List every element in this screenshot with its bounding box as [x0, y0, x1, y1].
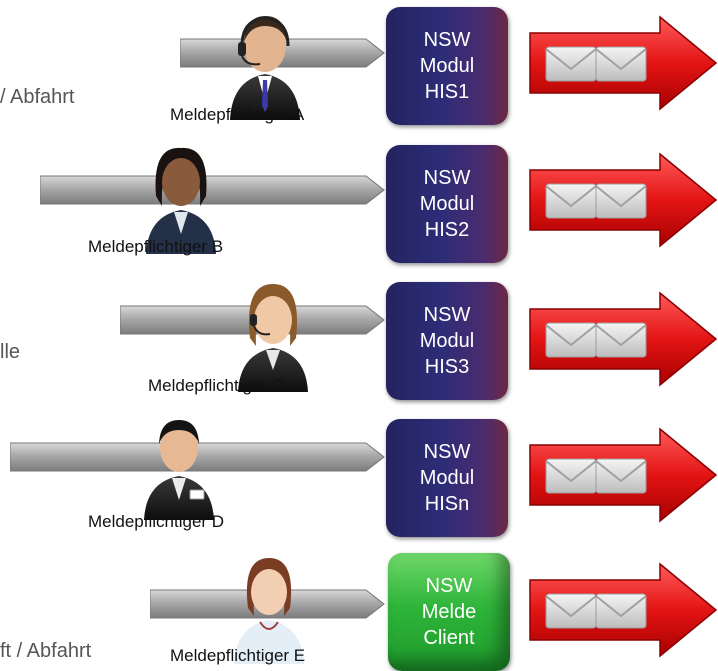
envelope-icon [545, 593, 597, 629]
module-line-1: NSW [423, 167, 471, 189]
module-line-1: NSW [423, 304, 471, 326]
flow-bar-d [10, 442, 385, 472]
module-line-2: Modul [419, 467, 475, 489]
module-line-3: Client [423, 627, 475, 649]
module-box-his3: NSW Modul HIS3 [386, 282, 508, 400]
person-icon-a [230, 16, 300, 120]
envelope-icon [595, 593, 647, 629]
person-label-e: Meldepflichtiger E [170, 646, 306, 665]
person-icon-b [146, 147, 216, 254]
person-label-b: Meldepflichtiger B [88, 237, 224, 256]
message-arrow-d [529, 427, 718, 523]
envelope-icon [545, 458, 597, 494]
person-icon-d [144, 420, 214, 520]
module-line-2: Melde [421, 601, 477, 623]
module-line-3: HIS2 [424, 219, 470, 241]
envelope-icon [595, 322, 647, 358]
person-label-a: Meldepflichtiger A [170, 105, 305, 124]
envelope-icon [545, 322, 597, 358]
message-arrow-b [529, 152, 718, 248]
module-line-2: Modul [419, 55, 475, 77]
message-arrow-e [529, 562, 718, 658]
envelope-icon [595, 458, 647, 494]
side-text-arrival-departure: ft / Abfahrt [0, 640, 92, 662]
envelope-icon [595, 183, 647, 219]
module-box-his2: NSW Modul HIS2 [386, 145, 508, 263]
person-label-d: Meldepflichtiger D [88, 512, 225, 531]
side-text-middle: lle [0, 341, 21, 363]
person-label-c: Meldepflichtiger C [148, 376, 285, 395]
envelope-icon [595, 46, 647, 82]
module-line-1: NSW [423, 441, 471, 463]
message-arrow-c [529, 291, 718, 387]
module-line-1: NSW [423, 29, 471, 51]
module-box-melde-client: NSW Melde Client [388, 553, 510, 671]
module-box-his1: NSW Modul HIS1 [386, 7, 508, 125]
envelope-icon [545, 46, 597, 82]
person-icon-e [234, 558, 304, 664]
person-icon-c [238, 284, 308, 392]
side-text-departure: / Abfahrt [0, 86, 75, 108]
envelope-icon [545, 183, 597, 219]
module-line-1: NSW [425, 575, 473, 597]
module-line-2: Modul [419, 193, 475, 215]
module-box-hisn: NSW Modul HISn [386, 419, 508, 537]
module-line-3: HISn [424, 493, 470, 515]
module-line-2: Modul [419, 330, 475, 352]
module-line-3: HIS3 [424, 356, 470, 378]
flow-bar-b [40, 175, 385, 205]
message-arrow-a [529, 15, 718, 111]
module-line-3: HIS1 [424, 81, 470, 103]
